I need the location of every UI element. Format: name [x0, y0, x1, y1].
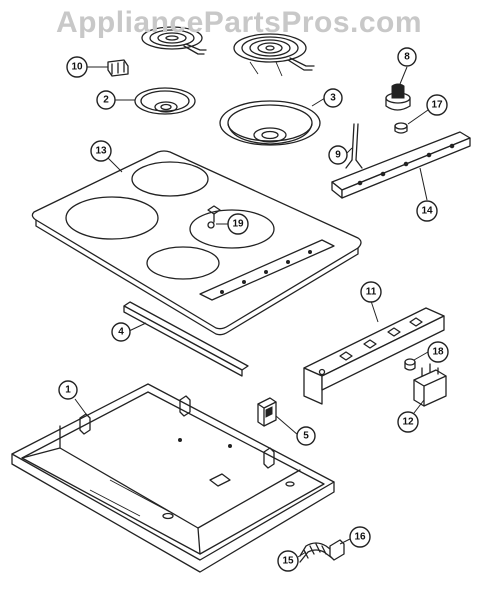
- callout-3: 3: [323, 88, 343, 108]
- callout-18: 18: [427, 341, 449, 363]
- callout-10: 10: [66, 56, 88, 78]
- knob-insert: [394, 122, 408, 134]
- callout-9: 9: [328, 145, 348, 165]
- large-control-panel: [303, 307, 445, 405]
- callout-4: 4: [111, 322, 131, 342]
- small-surface-element: [141, 26, 207, 55]
- callout-16: 16: [349, 526, 371, 548]
- callout-14: 14: [416, 200, 438, 222]
- callout-label: 4: [118, 327, 124, 338]
- callout-15: 15: [277, 550, 299, 572]
- infinite-switch-knob: [404, 358, 416, 371]
- callout-13: 13: [90, 140, 112, 162]
- control-knob: [385, 83, 411, 111]
- callout-label: 14: [421, 206, 433, 217]
- callout-12: 12: [397, 411, 419, 433]
- callout-2: 2: [96, 90, 116, 110]
- large-surface-element: [233, 33, 315, 77]
- callout-label: 17: [431, 100, 443, 111]
- callout-1: 1: [58, 380, 78, 400]
- callout-label: 10: [71, 62, 83, 73]
- callout-label: 5: [303, 431, 309, 442]
- callout-label: 18: [432, 347, 444, 358]
- power-cord: [299, 539, 345, 563]
- terminal-block: [107, 59, 129, 77]
- callout-label: 11: [366, 287, 377, 298]
- callout-17: 17: [426, 94, 448, 116]
- callout-label: 1: [65, 385, 71, 396]
- callout-label: 13: [95, 146, 107, 157]
- burner-box: [11, 383, 335, 573]
- callout-11: 11: [360, 281, 382, 303]
- callout-label: 3: [330, 93, 336, 104]
- leader-lines: [74, 66, 429, 558]
- callout-label: 15: [282, 556, 294, 567]
- large-drip-bowl: [219, 100, 321, 146]
- callout-label: 19: [232, 219, 244, 230]
- small-drip-bowl: [134, 87, 196, 115]
- trim-strip: [123, 301, 249, 377]
- callout-label: 8: [404, 52, 410, 63]
- callout-label: 16: [354, 532, 366, 543]
- callout-19: 19: [227, 213, 249, 235]
- mounting-bracket: [257, 397, 277, 427]
- callout-8: 8: [397, 47, 417, 67]
- receptacle-part: [207, 221, 215, 229]
- small-control-panel: [331, 131, 471, 199]
- callout-label: 9: [335, 150, 341, 161]
- cooktop-top: [31, 150, 362, 336]
- callout-label: 12: [402, 417, 414, 428]
- thermostat-probe: [345, 123, 363, 169]
- callout-5: 5: [296, 426, 316, 446]
- infinite-switch: [413, 363, 447, 407]
- callout-label: 2: [103, 95, 109, 106]
